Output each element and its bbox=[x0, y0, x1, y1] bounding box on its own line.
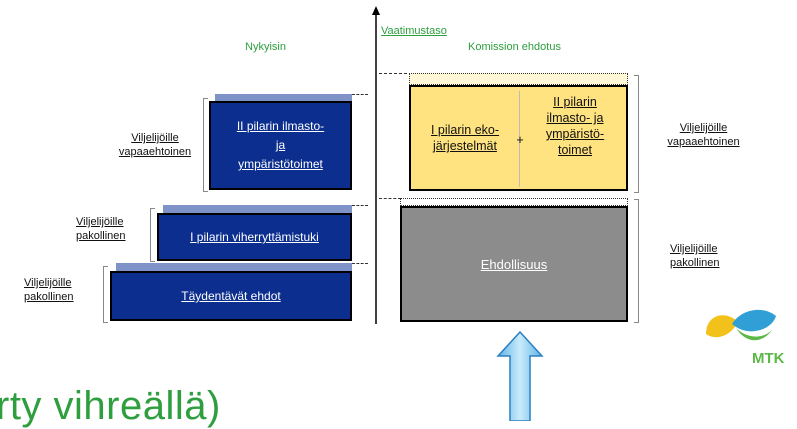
label-mandatory1-left: Viljelijöille pakollinen bbox=[76, 215, 126, 243]
brace-mandatory1-left bbox=[150, 208, 155, 262]
label-mandatory-right: Viljelijöille pakollinen bbox=[670, 242, 720, 270]
pillar2-env-line2: ja bbox=[275, 138, 286, 152]
level-line-low bbox=[352, 263, 368, 264]
conditionality-box: Ehdollisuus bbox=[400, 206, 628, 322]
cross-compliance-shadow bbox=[116, 263, 352, 271]
footer-partial-text: rty vihreällä) bbox=[0, 384, 221, 428]
proposal-yellow-top-band bbox=[409, 73, 628, 85]
brace-mandatory-right bbox=[634, 199, 639, 323]
level-line-top bbox=[352, 94, 368, 95]
proposal-gray-top-band bbox=[400, 198, 628, 206]
eco-schemes-line2: järjestelmät bbox=[433, 139, 497, 153]
greening-box: I pilarin viherryttämistuki bbox=[157, 213, 352, 261]
brace-voluntary-left bbox=[203, 98, 208, 192]
greening-label: I pilarin viherryttämistuki bbox=[190, 230, 319, 244]
header-proposal: Komission ehdotus bbox=[468, 41, 561, 53]
label-voluntary-right: Viljelijöille vapaaehtoinen bbox=[651, 121, 756, 149]
greening-shadow bbox=[163, 205, 352, 213]
label-mandatory1-line1: Viljelijöille bbox=[76, 216, 124, 228]
brace-mandatory2-left bbox=[103, 266, 108, 323]
axis-label: Vaatimustaso bbox=[381, 25, 447, 37]
proposal-divider bbox=[519, 91, 520, 187]
conditionality-label: Ehdollisuus bbox=[480, 256, 548, 272]
label-mandatory1-line2: pakollinen bbox=[76, 230, 126, 242]
pillar2-env-line3: ympäristötoimet bbox=[238, 157, 323, 171]
label-voluntary-left-line1: Viljelijöille bbox=[131, 132, 179, 144]
label-voluntary-left: Viljelijöille vapaaehtoinen bbox=[111, 131, 199, 159]
proposal-pillar2-line2: ilmasto- ja bbox=[546, 111, 604, 125]
header-current: Nykyisin bbox=[245, 41, 286, 53]
mtk-logo-icon bbox=[706, 309, 776, 341]
label-mandatory-right-line2: pakollinen bbox=[670, 257, 720, 269]
cross-compliance-label: Täydentävät ehdot bbox=[181, 289, 281, 303]
label-voluntary-right-line2: vapaaehtoinen bbox=[667, 136, 740, 148]
mtk-logo-text: MTK bbox=[752, 350, 785, 367]
eco-schemes-line1: I pilarin eko- bbox=[430, 123, 500, 137]
cross-compliance-box: Täydentävät ehdot bbox=[110, 271, 352, 321]
requirement-axis bbox=[372, 6, 380, 324]
label-mandatory2-left: Viljelijöille pakollinen bbox=[24, 276, 74, 304]
label-mandatory2-line2: pakollinen bbox=[24, 291, 74, 303]
pillar2-env-line1: II pilarin ilmasto- bbox=[236, 119, 325, 133]
plus-sign: + bbox=[516, 133, 524, 147]
up-arrow-icon bbox=[496, 330, 544, 421]
level-line-mid bbox=[352, 205, 368, 206]
proposal-env-box: I pilarin eko- järjestelmät + II pilarin… bbox=[409, 85, 628, 191]
label-voluntary-right-line1: Viljelijöille bbox=[679, 122, 728, 134]
level-line-proposal-mid bbox=[379, 198, 401, 199]
pillar2-env-shadow bbox=[215, 94, 352, 101]
level-line-proposal-top bbox=[379, 73, 407, 74]
proposal-pillar2-line4: toimet bbox=[557, 143, 593, 157]
label-mandatory2-line1: Viljelijöille bbox=[24, 277, 72, 289]
eco-schemes-cell: I pilarin eko- järjestelmät bbox=[417, 122, 513, 154]
label-mandatory-right-line1: Viljelijöille bbox=[670, 243, 718, 255]
label-voluntary-left-line2: vapaaehtoinen bbox=[118, 146, 192, 158]
brace-voluntary-right bbox=[634, 75, 639, 193]
proposal-pillar2-line1: II pilarin bbox=[553, 95, 597, 109]
proposal-pillar2-cell: II pilarin ilmasto- ja ympäristö- toimet bbox=[527, 94, 623, 158]
proposal-pillar2-line3: ympäristö- bbox=[545, 127, 605, 141]
pillar2-env-box: II pilarin ilmasto- ja ympäristötoimet bbox=[209, 101, 352, 190]
